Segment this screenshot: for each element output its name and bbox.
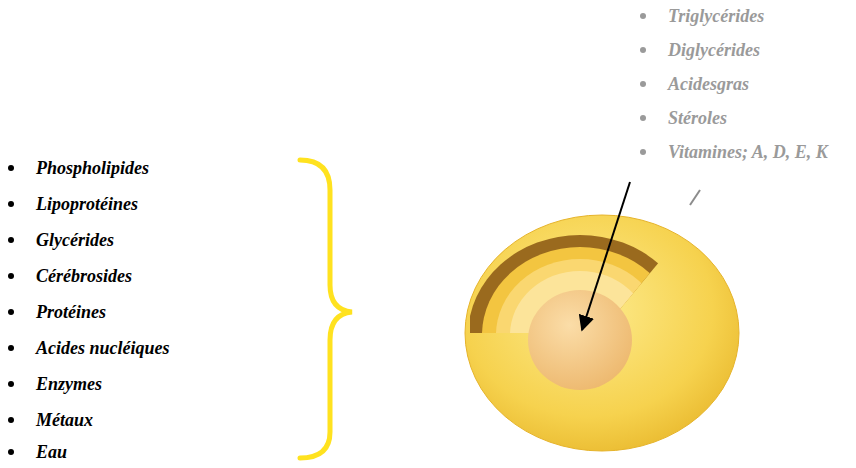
leader-mark [690, 190, 700, 205]
component-label: Vitamines; A, D, E, K [668, 142, 828, 162]
list-bullet [8, 165, 14, 171]
list-item: Phospholipides [8, 157, 121, 179]
list-bullet [8, 345, 14, 351]
component-label: Enzymes [36, 374, 102, 394]
list-item: Acides nucléiques [8, 337, 142, 359]
component-label: Cérébrosides [36, 266, 132, 286]
list-bullet [640, 47, 646, 53]
component-label: Lipoprotéines [36, 194, 138, 214]
yolk-outer [465, 215, 739, 451]
list-bullet [8, 237, 14, 243]
list-bullet [8, 309, 14, 315]
list-item: Vitamines; A, D, E, K [640, 141, 800, 163]
list-item: Lipoprotéines [8, 193, 110, 215]
list-bullet [640, 115, 646, 121]
curly-bracket [300, 160, 352, 458]
component-label: Eau [36, 442, 67, 462]
component-label: Métaux [36, 410, 93, 430]
list-bullet [8, 273, 14, 279]
list-bullet [8, 201, 14, 207]
component-label: Triglycérides [668, 6, 764, 26]
list-item: Métaux [8, 409, 65, 431]
component-label: Acidesgras [668, 74, 749, 94]
component-label: Diglycérides [668, 40, 760, 60]
list-item: Cérébrosides [8, 265, 104, 287]
list-item: Glycérides [8, 229, 86, 251]
component-label: Acides nucléiques [36, 338, 170, 358]
list-bullet [640, 149, 646, 155]
list-item: Protéines [8, 301, 78, 323]
list-item: Stéroles [640, 107, 699, 129]
leader-arrow [582, 182, 630, 330]
list-bullet [640, 81, 646, 87]
list-bullet [640, 13, 646, 19]
component-label: Stéroles [668, 108, 727, 128]
cutaway [468, 235, 692, 435]
list-item: Enzymes [8, 373, 74, 395]
list-item: Diglycérides [640, 39, 732, 61]
list-item: Eau [8, 441, 39, 463]
list-bullet [8, 417, 14, 423]
list-bullet [8, 381, 14, 387]
component-label: Phospholipides [36, 158, 149, 178]
yolk-core [528, 290, 632, 390]
list-bullet [8, 449, 14, 455]
list-item: Triglycérides [640, 5, 736, 27]
component-label: Glycérides [36, 230, 114, 250]
list-item: Acidesgras [640, 73, 721, 95]
component-label: Protéines [36, 302, 106, 322]
